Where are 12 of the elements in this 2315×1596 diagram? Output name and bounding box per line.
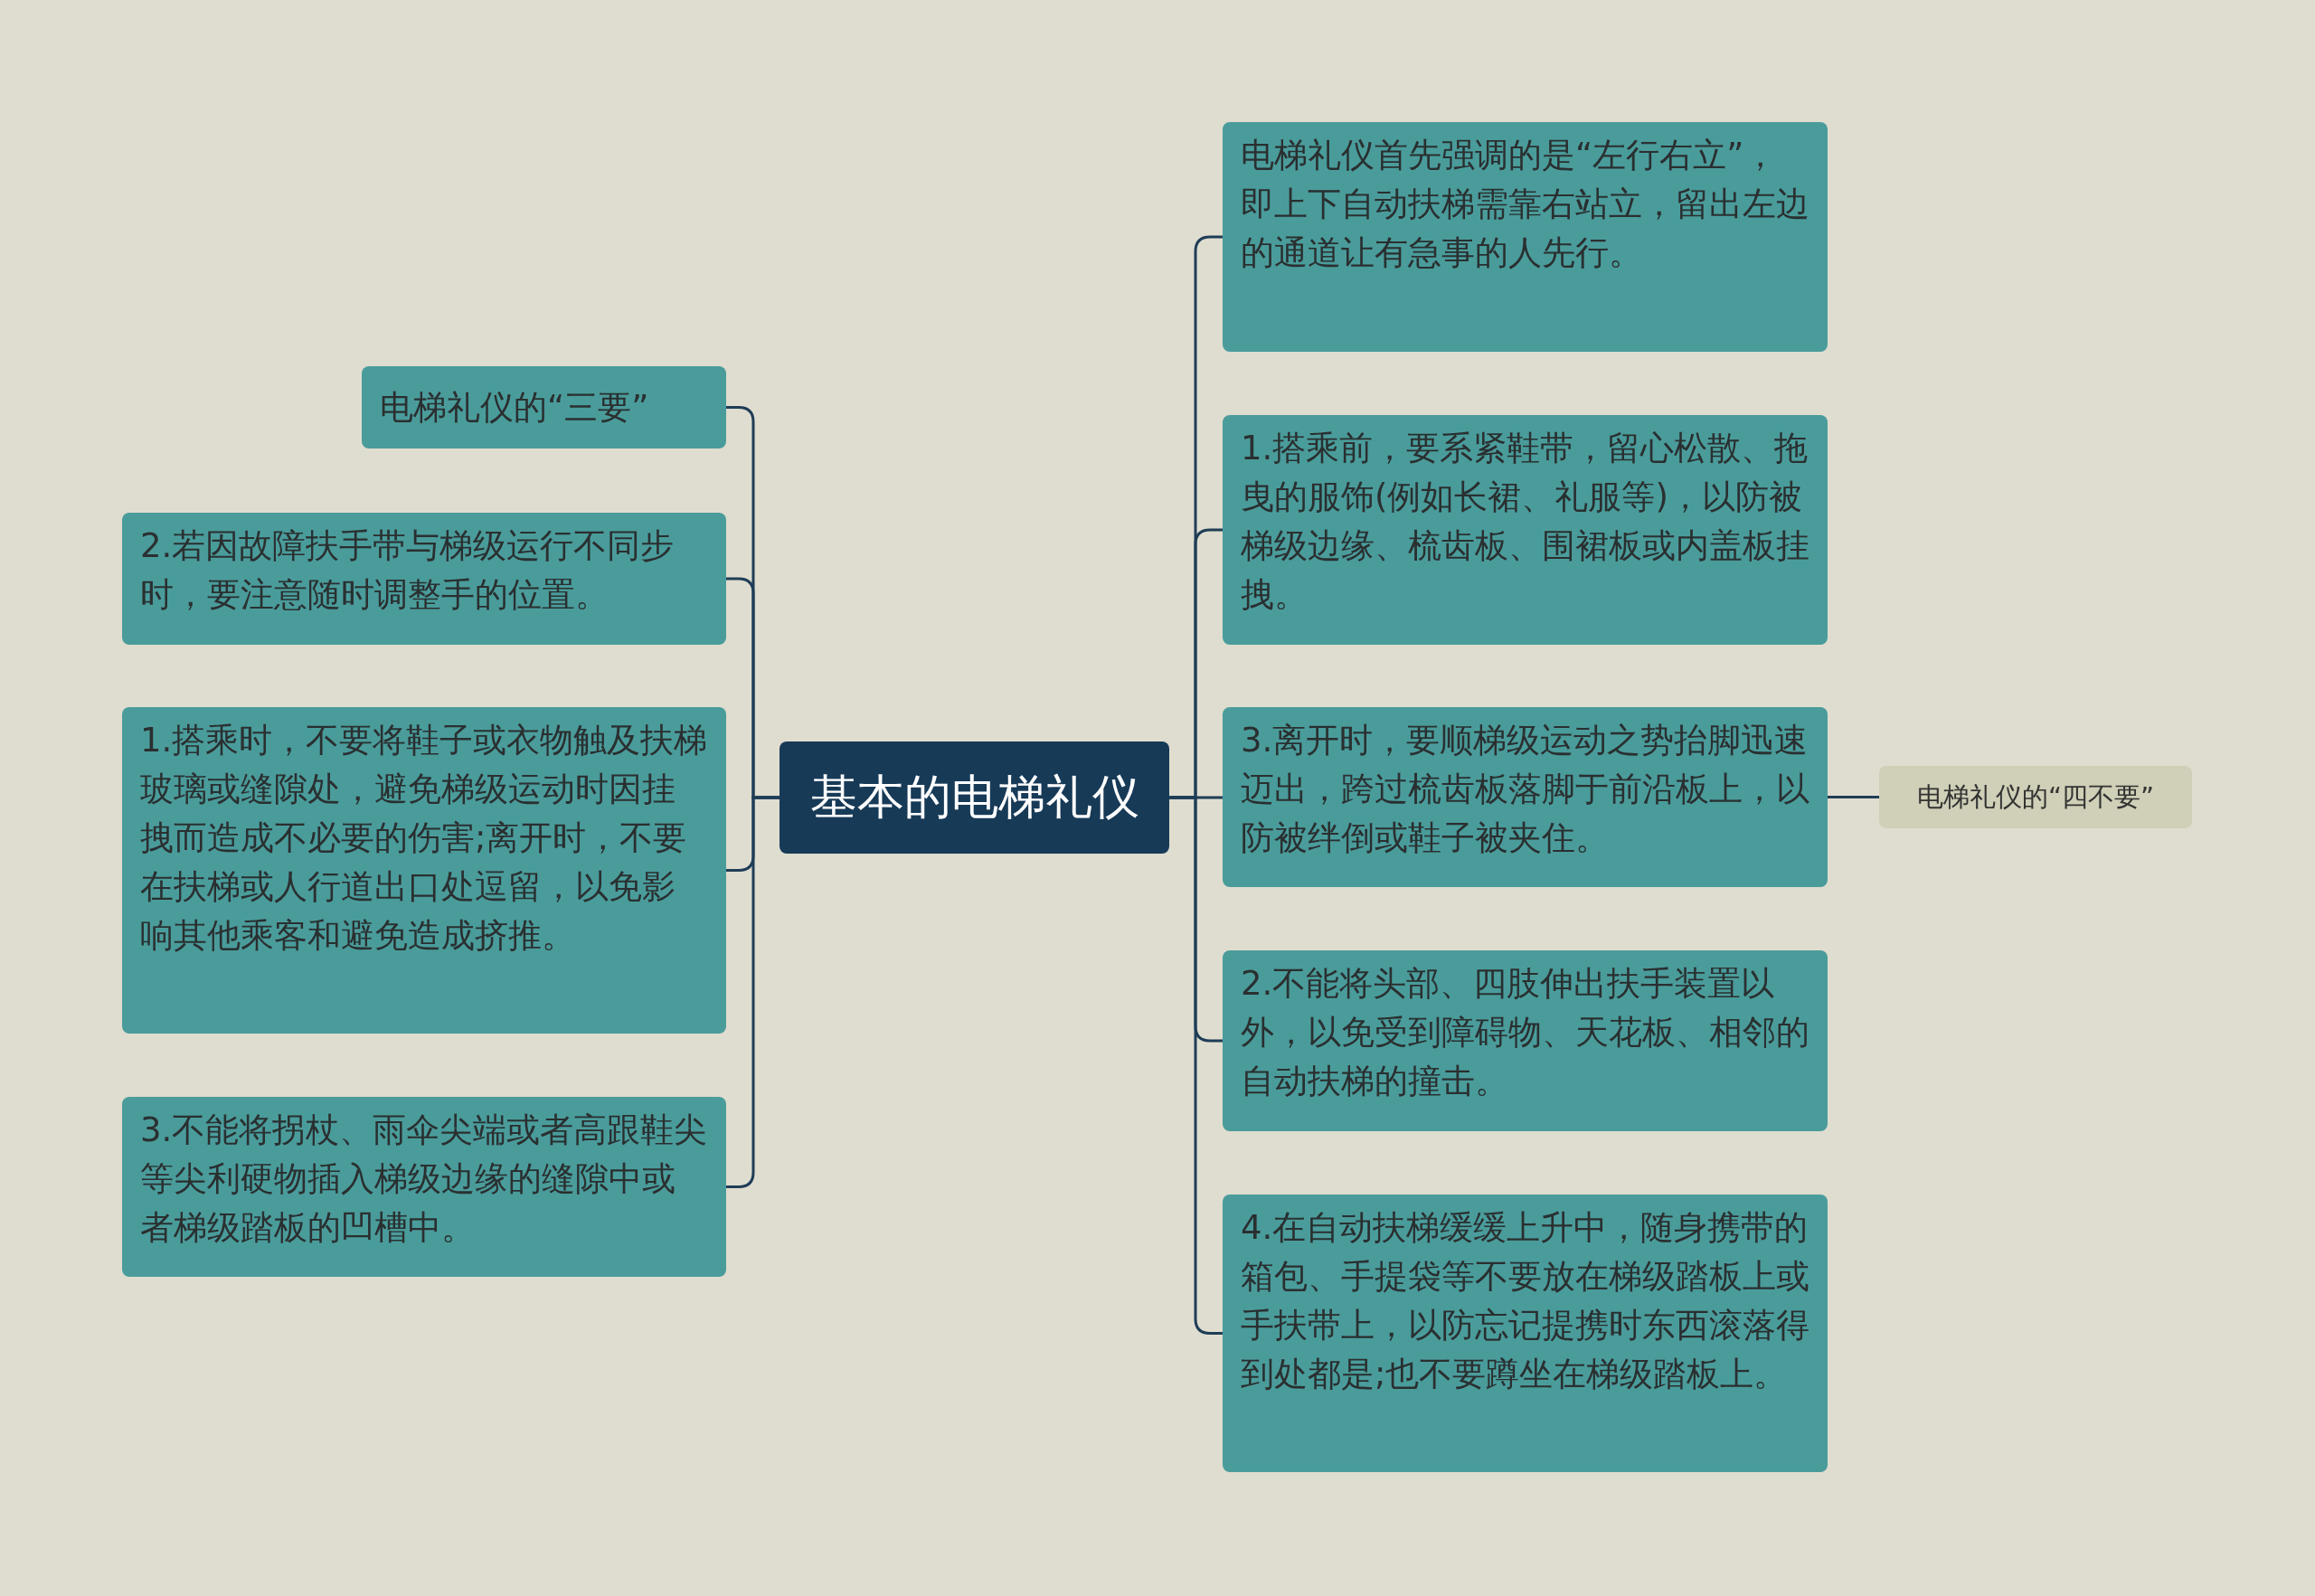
- connector-line: [1828, 796, 1879, 798]
- topic-box: 2.若因故障扶手带与梯级运行不同步时，要注意随时调整手的位置。: [122, 513, 726, 645]
- topic-box: 1.搭乘前，要系紧鞋带，留心松散、拖曳的服饰(例如长裙、礼服等)，以防被梯级边缘、梳齿板、围裙板或内盖板挂拽。: [1223, 415, 1828, 645]
- topic-box: 电梯礼仪的“三要”: [362, 366, 726, 449]
- topic-box: 4.在自动扶梯缓缓上升中，随身携带的箱包、手提袋等不要放在梯级踏板上或手扶带上，以防忘记提携时东西滚落得到处都是;也不要蹲坐在梯级踏板上。: [1223, 1195, 1828, 1472]
- topic-box: 3.不能将拐杖、雨伞尖端或者高跟鞋尖等尖利硬物插入梯级边缘的缝隙中或者梯级踏板的凹槽中。: [122, 1097, 726, 1277]
- topic-box: 3.离开时，要顺梯级运动之势抬脚迅速迈出，跨过梳齿板落脚于前沿板上，以防被绊倒或鞋子被夹住。: [1223, 707, 1828, 887]
- topic-box: 电梯礼仪首先强调的是“左行右立”，即上下自动扶梯需靠右站立，留出左边的通道让有急事的人先行。: [1223, 122, 1828, 352]
- topic-box: 2.不能将头部、四肢伸出扶手装置以外，以免受到障碍物、天花板、相邻的自动扶梯的撞击。: [1223, 950, 1828, 1131]
- central-topic-box: 基本的电梯礼仪: [780, 741, 1169, 854]
- topic-box: 1.搭乘时，不要将鞋子或衣物触及扶梯玻璃或缝隙处，避免梯级运动时因挂拽而造成不必要的伤害;离开时，不要在扶梯或人行道出口处逗留，以免影响其他乘客和避免造成挤推。: [122, 707, 726, 1034]
- subtopic-box: 电梯礼仪的“四不要”: [1879, 766, 2192, 828]
